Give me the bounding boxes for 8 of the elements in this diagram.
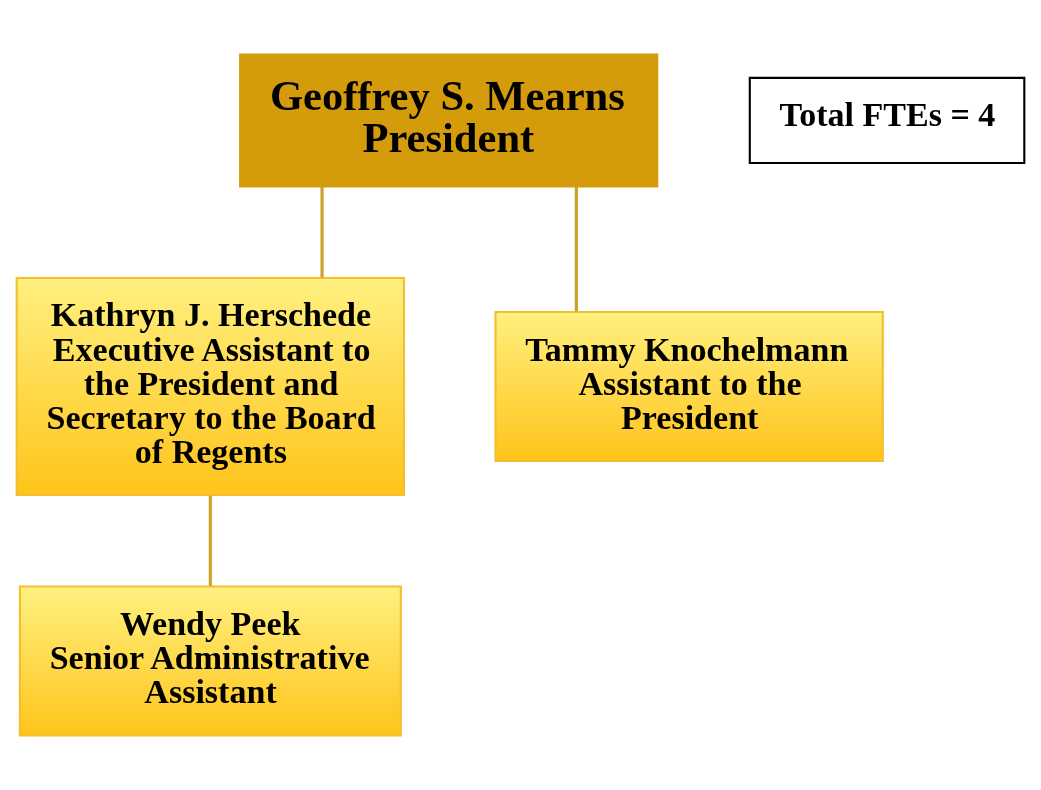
- node-box: Total FTEs = 4: [748, 76, 1026, 165]
- node-box: Wendy Peek Senior Administrative Assistant: [18, 585, 402, 737]
- node-box: Tammy Knochelmann Assistant to the President: [494, 310, 884, 463]
- node-box: Geoffrey S. Mearns President: [239, 53, 659, 188]
- connector: [574, 186, 578, 312]
- connector: [208, 495, 212, 586]
- node-box: Kathryn J. Herschede Executive Assistant to the President and Secretary to the Board of Regents: [15, 276, 406, 497]
- connector: [320, 186, 324, 278]
